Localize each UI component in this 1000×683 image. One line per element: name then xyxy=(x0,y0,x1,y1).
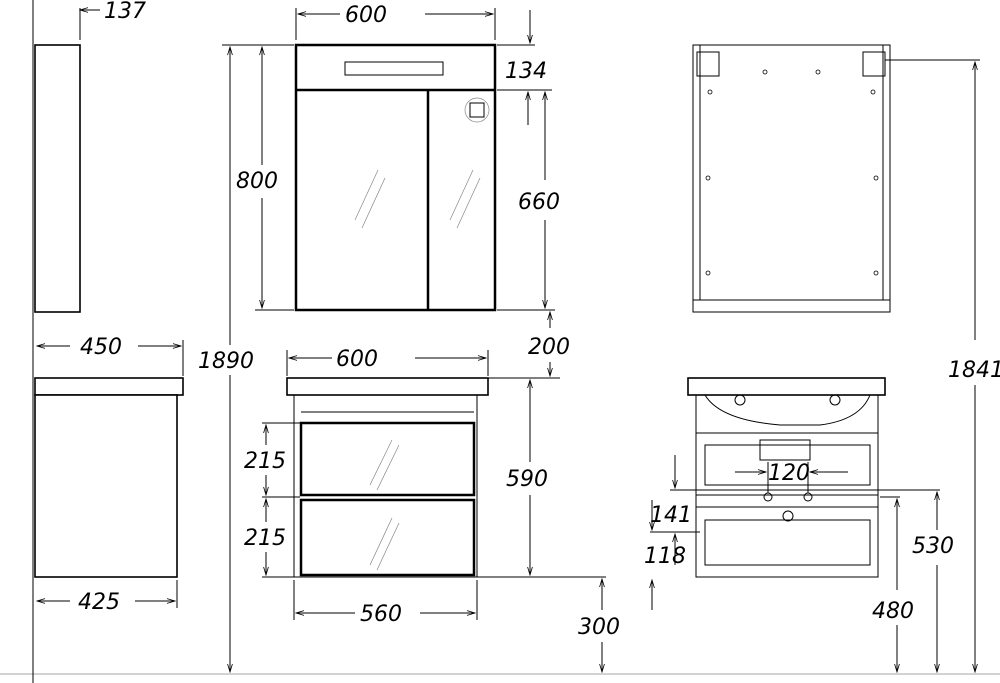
dim-660: 660 xyxy=(518,190,560,215)
drawer-upper xyxy=(299,421,476,497)
hinge-right xyxy=(862,51,886,77)
dim-300: 300 xyxy=(578,615,620,640)
dim-600-top: 600 xyxy=(345,3,387,28)
switch-icon xyxy=(469,102,485,118)
rear-countertop xyxy=(687,377,886,396)
rear-vanity-body xyxy=(695,394,879,578)
dim-1890: 1890 xyxy=(198,349,254,374)
side-mirror-cabinet xyxy=(34,44,81,313)
dim-134: 134 xyxy=(505,59,547,84)
dim-1841: 1841 xyxy=(948,358,1000,383)
hinge-left xyxy=(696,51,720,77)
dim-141: 141 xyxy=(650,503,692,528)
dim-480: 480 xyxy=(872,599,914,624)
dim-120: 120 xyxy=(768,461,810,486)
dim-215-lower: 215 xyxy=(244,526,286,551)
basin-outline xyxy=(704,394,871,426)
drawer-lower xyxy=(299,498,476,577)
dim-560: 560 xyxy=(360,602,402,627)
dim-215-upper: 215 xyxy=(244,449,286,474)
front-view: 1890 600 800 134 660 200 60 xyxy=(198,3,620,672)
countertop xyxy=(286,377,489,396)
vanity-body xyxy=(293,394,478,578)
side-view: 137 450 425 xyxy=(32,0,184,683)
dim-118: 118 xyxy=(644,544,686,569)
rear-cabinet xyxy=(692,44,891,313)
dim-200: 200 xyxy=(528,335,570,360)
mirror-cabinet xyxy=(294,43,497,312)
dim-600-sink: 600 xyxy=(336,347,378,372)
side-countertop xyxy=(34,377,184,396)
dim-800: 800 xyxy=(236,169,278,194)
dim-450: 450 xyxy=(80,335,122,360)
dim-425: 425 xyxy=(78,590,120,615)
dim-137: 137 xyxy=(104,0,146,24)
dim-530: 530 xyxy=(912,534,954,559)
light-strip xyxy=(344,61,444,76)
rear-view: 1841 120 141 118 530 480 xyxy=(644,44,1000,672)
dim-590: 590 xyxy=(506,467,548,492)
side-vanity-body xyxy=(34,394,178,578)
